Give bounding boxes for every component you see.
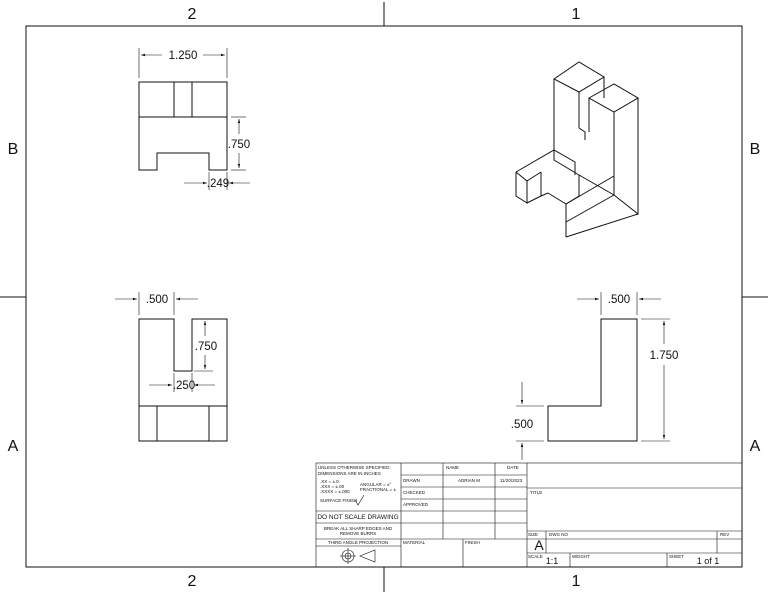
third-angle-projection-icon <box>340 548 376 564</box>
dim-front-gap: .500 <box>146 294 168 306</box>
tb-checked-label: CHECKED <box>403 490 426 495</box>
zone-label-bottom-1: 1 <box>572 573 581 590</box>
tb-projection: THIRD ANGLE PROJECTION <box>328 540 388 545</box>
tb-approved-label: APPROVED <box>403 502 429 507</box>
tb-tol-3: .XXXX = ±.000 <box>320 489 350 494</box>
tb-material-label: MATERIAL <box>403 540 426 545</box>
tb-rev-label: REV <box>720 532 729 537</box>
tb-date-header: DATE <box>507 465 519 470</box>
zone-label-left-a: A <box>8 438 19 455</box>
tb-note-line1: UNLESS OTHERWISE SPECIFIED: <box>318 465 391 470</box>
tb-sheet-value: 1 of 1 <box>697 556 720 566</box>
dim-front-slot-width: .250 <box>173 380 195 392</box>
tb-no-scale: DO NOT SCALE DRAWING <box>317 514 398 521</box>
tb-drawn-label: DRAWN <box>403 478 420 483</box>
tb-break-edges-2: REMOVE BURRS <box>340 531 377 536</box>
tb-name-header: NAME <box>446 465 459 470</box>
isometric-view <box>515 61 640 238</box>
dim-top-height: .750 <box>228 139 250 151</box>
tb-angular: ANGULAR = ±° <box>360 482 391 487</box>
dim-top-slot: .249 <box>207 178 229 190</box>
tb-note-line2: DIMENSIONS ARE IN INCHES <box>318 471 381 476</box>
surface-finish-icon <box>354 494 365 506</box>
zone-label-top-2: 2 <box>188 6 197 23</box>
tb-scale-value: 1:1 <box>546 556 559 566</box>
tb-drawn-name: ADRIAN M <box>458 478 480 483</box>
dim-side-top: .500 <box>608 294 630 306</box>
front-view: .500 .750 .250 <box>115 292 228 442</box>
tb-finish-label: FINISH <box>465 540 480 545</box>
tb-weight-label: WEIGHT <box>572 554 590 559</box>
zone-label-top-1: 1 <box>572 6 581 23</box>
side-view: .500 1.750 .500 <box>511 292 679 460</box>
tb-drawn-date: 11/20/2023 <box>500 478 523 483</box>
title-block: UNLESS OTHERWISE SPECIFIED: DIMENSIONS A… <box>315 462 743 568</box>
dim-front-slot-depth: .750 <box>195 341 217 353</box>
tb-dwg-label: DWG NO <box>549 532 568 537</box>
tb-surface: SURFACE FINISH <box>320 498 357 503</box>
tb-break-edges-1: BREAK ALL SHARP EDGES AND <box>324 526 393 531</box>
tb-size-label: SIZE <box>528 532 538 537</box>
dim-side-height: 1.750 <box>650 350 679 362</box>
tb-scale-label: SCALE <box>528 554 543 559</box>
zone-label-left-b: B <box>8 141 19 158</box>
tb-size-value: A <box>534 537 544 553</box>
tb-sheet-label: SHEET <box>669 554 684 559</box>
tb-tol-1: .XX = ±.0 <box>320 479 339 484</box>
dim-top-width: 1.250 <box>169 50 198 62</box>
zone-label-bottom-2: 2 <box>188 573 197 590</box>
tb-tol-2: .XXX = ±.00 <box>320 484 345 489</box>
tb-fractional: FRACTIONAL = ± <box>360 487 396 492</box>
tb-title-label: TITLE <box>530 490 542 495</box>
zone-label-right-a: A <box>750 438 761 455</box>
dim-side-base: .500 <box>511 419 533 431</box>
top-view: 1.250 .750 .249 <box>138 48 250 190</box>
zone-label-right-b: B <box>750 141 761 158</box>
